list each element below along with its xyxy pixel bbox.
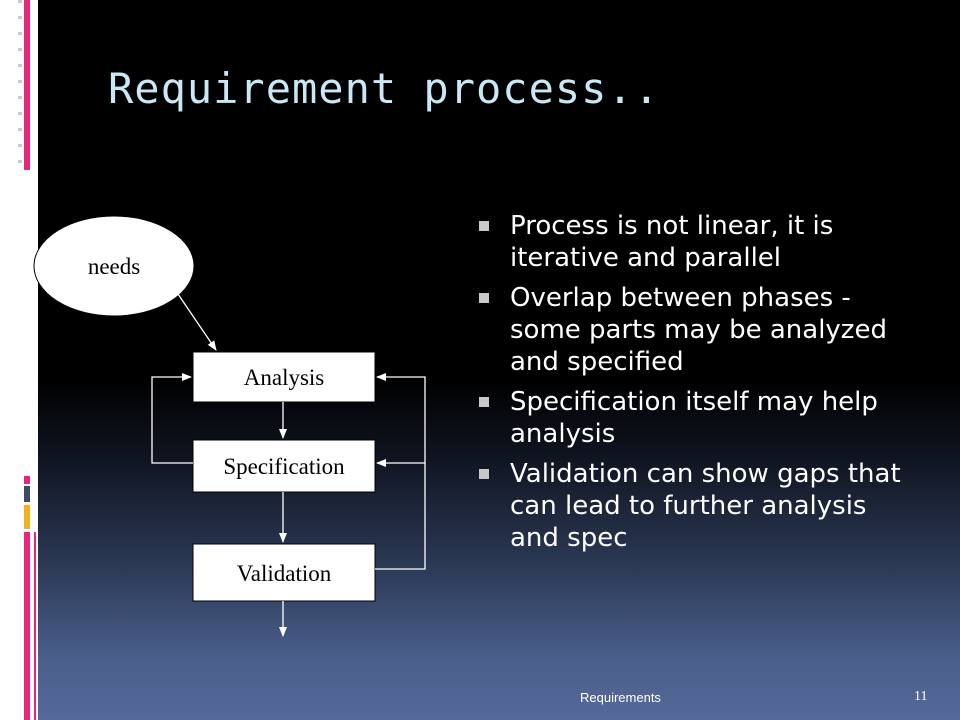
square-bullet-icon [479,293,489,303]
bullet-text: Process is not linear, it is iterative a… [510,211,834,273]
arrow-validation-feedback-to-specification [375,459,426,570]
arrow-validation-feedback-to-analysis [376,373,426,463]
slide-background [38,0,960,720]
specification-node [192,439,376,493]
arrow-needs-to-analysis [177,293,217,351]
accent-bar-magenta-bottom [24,532,30,720]
accent-bar-grid [18,0,22,170]
slide-footer: Requirements [580,690,661,705]
needs-node-label: needs [88,254,140,279]
validation-node [192,543,376,602]
needs-node [33,215,195,317]
bullet-item: Specification itself may help analysis [476,386,916,450]
accent-bar-slate [24,486,30,502]
bullet-item: Overlap between phases - some parts may … [476,282,916,378]
slide-title: Requirement process.. [108,64,661,113]
accent-line-magenta-thin [34,532,36,720]
square-bullet-icon [479,221,489,231]
bullet-text: Overlap between phases - some parts may … [510,283,887,377]
accent-bar-magenta-mid [24,476,30,484]
bullet-list: Process is not linear, it is iterative a… [476,210,916,562]
accent-bar-yellow [24,505,30,529]
bullet-item: Validation can show gaps that can lead t… [476,458,916,554]
specification-node-label: Specification [223,454,345,479]
analysis-node [192,351,376,403]
square-bullet-icon [479,397,489,407]
bullet-text: Validation can show gaps that can lead t… [510,459,901,553]
accent-bar-magenta-top [24,0,30,170]
arrow-specification-feedback-to-analysis [151,373,193,464]
analysis-node-label: Analysis [244,365,325,390]
page-number: 11 [914,689,928,704]
bullet-text: Specification itself may help analysis [510,387,878,449]
validation-node-label: Validation [237,561,332,586]
bullet-item: Process is not linear, it is iterative a… [476,210,916,274]
square-bullet-icon [479,469,489,479]
